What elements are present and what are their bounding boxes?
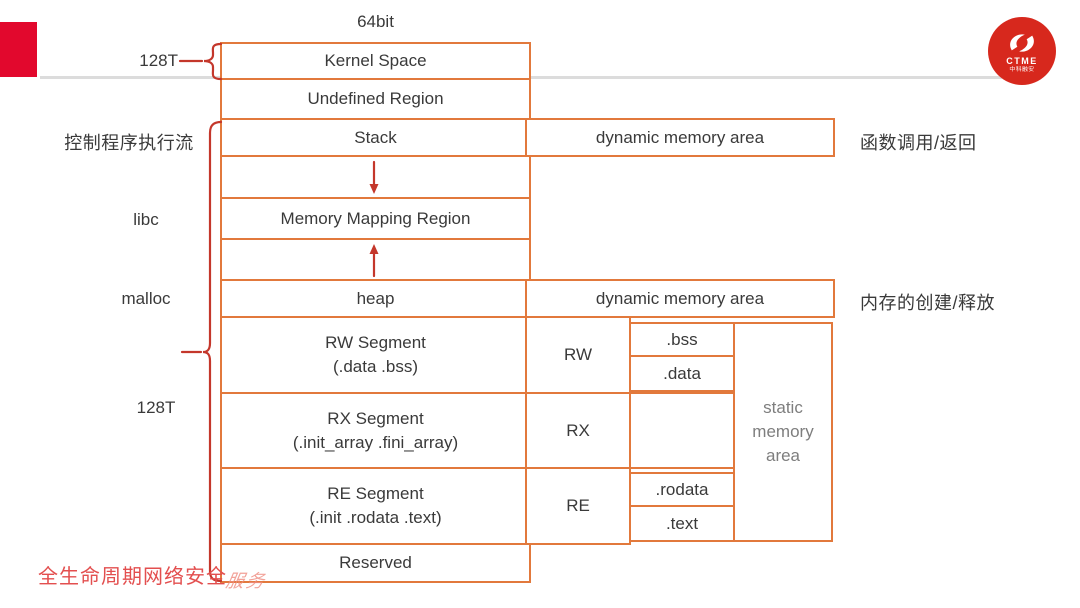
row-label: Undefined Region bbox=[307, 89, 444, 108]
row-label: Memory Mapping Region bbox=[280, 208, 471, 228]
ctme-logo: CTME 中科融安 bbox=[988, 17, 1056, 85]
row-label: RE Segment bbox=[327, 484, 424, 503]
function-call-label: 函数调用/返回 bbox=[860, 133, 977, 153]
memory-row-reserved: Reserved bbox=[222, 545, 529, 581]
text-section-cell: .text bbox=[629, 505, 735, 542]
row-label: heap bbox=[356, 288, 395, 308]
slide-accent-bar bbox=[0, 22, 37, 77]
box-label: dynamic memory area bbox=[595, 127, 765, 147]
rx-empty-section-cell bbox=[629, 392, 735, 469]
kernel-size-label: 128T bbox=[139, 51, 178, 70]
memory-row-kernel-space: Kernel Space bbox=[222, 44, 529, 80]
rodata-section-cell: .rodata bbox=[629, 472, 735, 507]
logo-name: CTME bbox=[1006, 56, 1038, 66]
user-space-size-label: 128T bbox=[136, 398, 176, 417]
logo-swirl-icon bbox=[1010, 34, 1034, 52]
footer-suffix: 服务 bbox=[224, 571, 268, 591]
row-label: RW Segment bbox=[325, 333, 426, 352]
row-label: Stack bbox=[354, 127, 397, 147]
logo-subtext: 中科融安 bbox=[1009, 66, 1035, 73]
footer-slogan: 全生命周期网络安全服务 bbox=[38, 560, 268, 591]
cell-label: RE bbox=[566, 496, 590, 515]
cell-label: .rodata bbox=[655, 479, 709, 499]
cell-label: RW bbox=[563, 345, 592, 364]
stack-dynamic-memory-box: dynamic memory area bbox=[525, 118, 835, 157]
memory-row-memory-mapping-region: Memory Mapping Region bbox=[222, 199, 529, 240]
static-memory-area-box: static memory area bbox=[733, 322, 833, 542]
libc-label: libc bbox=[133, 210, 159, 229]
row-sublabel: (.data .bss) bbox=[332, 357, 419, 376]
row-sublabel: (.init .rodata .text) bbox=[309, 508, 442, 527]
control-flow-label: 控制程序执行流 bbox=[64, 133, 194, 153]
memory-row-rx-segment: RX Segment (.init_array .fini_array) bbox=[222, 394, 529, 469]
re-permission-cell: RE bbox=[525, 467, 631, 545]
cell-label: .text bbox=[665, 513, 699, 533]
memory-row-undefined-region: Undefined Region bbox=[222, 80, 529, 120]
memory-row-re-segment: RE Segment (.init .rodata .text) bbox=[222, 469, 529, 545]
rx-permission-cell: RX bbox=[525, 392, 631, 469]
memory-create-label: 内存的创建/释放 bbox=[860, 293, 996, 313]
footer-text: 全生命周期网络安全 bbox=[38, 566, 227, 588]
kernel-brace-icon bbox=[178, 42, 223, 81]
row-sublabel: (.init_array .fini_array) bbox=[292, 432, 459, 452]
arch-width-label: 64bit bbox=[357, 12, 394, 31]
heap-dynamic-memory-box: dynamic memory area bbox=[525, 279, 835, 318]
data-section-cell: .data bbox=[629, 355, 735, 392]
memory-row-rw-segment: RW Segment (.data .bss) bbox=[222, 318, 529, 394]
cell-label: .bss bbox=[666, 329, 698, 349]
box-label: static memory area bbox=[752, 398, 814, 465]
memory-row-stack: Stack bbox=[222, 120, 529, 157]
box-label: dynamic memory area bbox=[595, 288, 765, 308]
row-label: Kernel Space bbox=[324, 51, 427, 70]
malloc-label: malloc bbox=[121, 289, 171, 308]
memory-row-stack-growth-gap bbox=[222, 157, 529, 199]
rw-permission-cell: RW bbox=[525, 316, 631, 394]
cell-label: .data bbox=[663, 363, 701, 383]
bss-section-cell: .bss bbox=[629, 322, 735, 357]
user-space-brace-icon bbox=[180, 120, 223, 583]
row-label: Reserved bbox=[339, 553, 412, 572]
memory-row-heap-growth-gap bbox=[222, 240, 529, 281]
memory-map-column: Kernel Space Undefined Region Stack Memo… bbox=[220, 42, 531, 583]
row-label: RX Segment bbox=[327, 408, 424, 428]
cell-label: RX bbox=[566, 420, 590, 440]
memory-row-heap: heap bbox=[222, 281, 529, 318]
